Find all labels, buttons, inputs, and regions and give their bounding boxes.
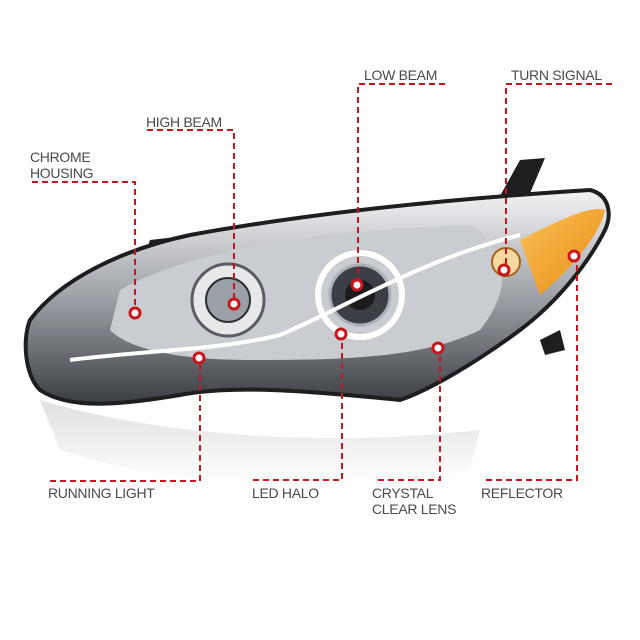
label-line: CHROME xyxy=(30,149,91,165)
leader-turn-signal xyxy=(505,83,612,270)
label-line: HOUSING xyxy=(30,165,94,181)
floor-reflection xyxy=(40,400,480,485)
high-beam-lens xyxy=(205,277,251,323)
mounting-tab xyxy=(540,330,565,355)
label-chrome-housing: CHROME HOUSING xyxy=(30,149,94,181)
leader-chrome-housing xyxy=(32,181,136,313)
marker-crystal-clear-lens xyxy=(431,341,445,355)
marker-led-halo xyxy=(334,327,348,341)
label-crystal-clear-lens: CRYSTAL CLEAR LENS xyxy=(372,485,456,517)
leader-reflector xyxy=(486,256,578,481)
label-turn-signal: TURN SIGNAL xyxy=(511,67,602,83)
turn-signal-amber xyxy=(520,209,605,295)
label-led-halo: LED HALO xyxy=(252,485,319,501)
label-reflector: REFLECTOR xyxy=(481,485,563,501)
marker-high-beam xyxy=(227,297,241,311)
mounting-tab xyxy=(495,158,545,205)
marker-running-light xyxy=(192,351,206,365)
label-line: CLEAR LENS xyxy=(372,501,457,517)
label-line: CRYSTAL xyxy=(372,485,434,501)
led-halo-ring xyxy=(315,250,405,340)
leader-crystal-clear-lens xyxy=(378,348,441,481)
leader-lines xyxy=(32,83,612,482)
label-low-beam: LOW BEAM xyxy=(364,67,438,83)
marker-reflector xyxy=(567,249,581,263)
marker-chrome-housing xyxy=(128,306,142,320)
leader-low-beam xyxy=(357,83,445,285)
markers xyxy=(128,249,581,365)
leader-high-beam xyxy=(147,129,235,304)
label-running-light: RUNNING LIGHT xyxy=(48,485,155,501)
marker-turn-signal xyxy=(497,263,511,277)
label-high-beam: HIGH BEAM xyxy=(146,114,222,130)
marker-low-beam xyxy=(350,278,364,292)
leader-running-light xyxy=(50,358,201,482)
running-light-strip xyxy=(69,233,521,362)
